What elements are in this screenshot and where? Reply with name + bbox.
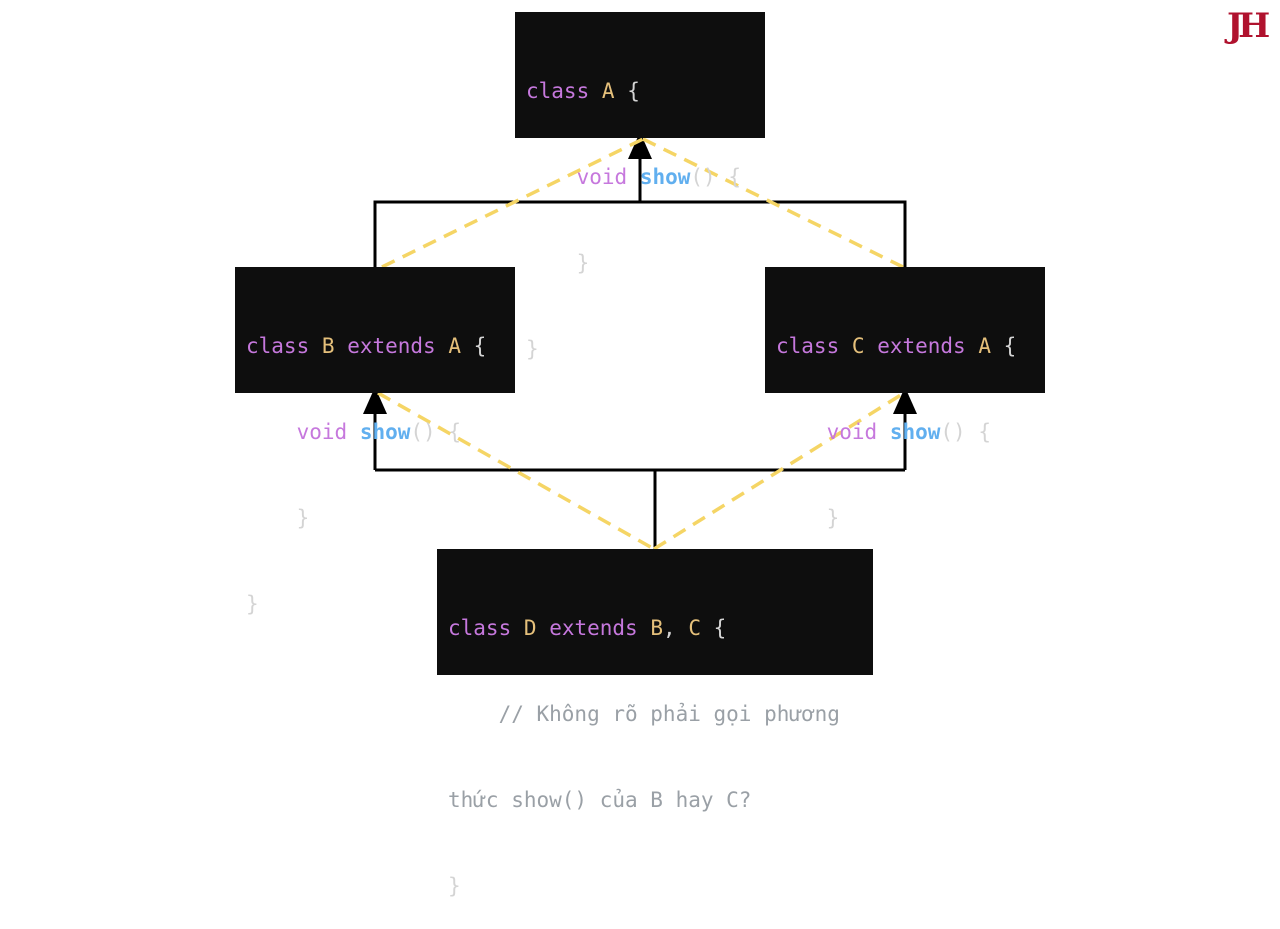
code-line: } (448, 873, 461, 898)
code-line: void show() { (826, 419, 991, 444)
code-line: void show() { (576, 164, 741, 189)
class-b-box: class B extends A { void show() { } } (235, 267, 515, 616)
dashed-diamond-edge-top-right (642, 137, 904, 269)
code-line: } (246, 505, 310, 530)
code-line: } (246, 591, 259, 616)
code-comment-line: thức show() của B hay C? (448, 787, 752, 812)
jh-logo: JH (1227, 6, 1270, 46)
code-line: class D extends B, C { (448, 616, 727, 641)
code-line: } (776, 505, 840, 530)
class-a-box: class A { void show() { } } (515, 12, 765, 361)
dashed-diamond-edge-bottom-left (377, 391, 655, 551)
connector-layer (363, 132, 917, 551)
code-comment-line: // Không rõ phải gọi phương (448, 701, 840, 726)
code-line: class C extends A { (776, 334, 1017, 359)
code-line: class B extends A { (246, 334, 487, 359)
code-line: } (526, 250, 590, 275)
class-d-box: class D extends B, C { // Không rõ phải … (437, 549, 873, 898)
code-line: void show() { (296, 419, 461, 444)
dashed-diamond-edge-bottom-right (653, 391, 905, 551)
dashed-diamond-edge-top-left (381, 137, 644, 269)
code-line: } (526, 336, 539, 361)
code-line: class A { (526, 79, 640, 104)
class-c-box: class C extends A { void show() { } } (765, 267, 1045, 616)
